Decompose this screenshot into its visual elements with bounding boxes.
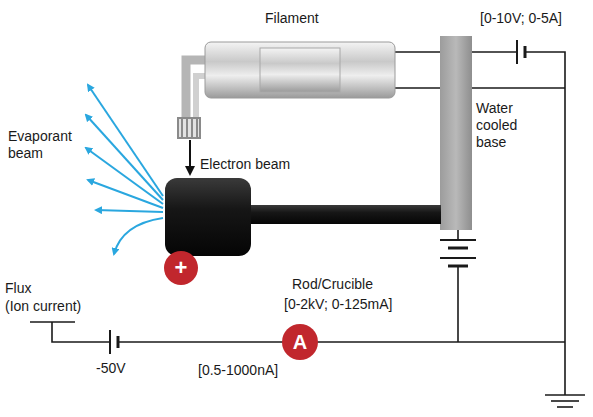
crucible bbox=[165, 178, 251, 256]
rod bbox=[245, 205, 441, 224]
filament-coil bbox=[178, 118, 200, 138]
symbol-text: + bbox=[175, 255, 188, 281]
part-label: Rod/Crucible bbox=[292, 276, 373, 293]
symbol-text: A bbox=[293, 331, 307, 354]
filament-housing bbox=[260, 48, 340, 92]
part-label: Water cooled base bbox=[476, 100, 534, 151]
filament-housing bbox=[205, 42, 395, 98]
voltage-label: -50V bbox=[96, 360, 126, 377]
ion-charge-circle: + bbox=[164, 251, 198, 285]
part-label: (Ion current) bbox=[5, 298, 81, 315]
rating-label: [0-10V; 0-5A] bbox=[480, 10, 562, 27]
part-label: Flux bbox=[5, 280, 31, 297]
part-label: Electron beam bbox=[200, 156, 290, 173]
part-label: Evaporant beam bbox=[8, 128, 82, 162]
part-label: Filament bbox=[265, 10, 319, 27]
electron-beam-arrow bbox=[189, 140, 191, 174]
water-cooled-base bbox=[440, 36, 472, 230]
rating-label: [0-2kV; 0-125mA] bbox=[284, 296, 392, 313]
rating-label: [0.5-1000nA] bbox=[198, 362, 278, 379]
circuit-wires bbox=[30, 52, 565, 395]
evaporant-arrows bbox=[86, 85, 163, 254]
ground-symbol bbox=[545, 395, 585, 407]
ammeter-symbol: A bbox=[282, 324, 318, 360]
